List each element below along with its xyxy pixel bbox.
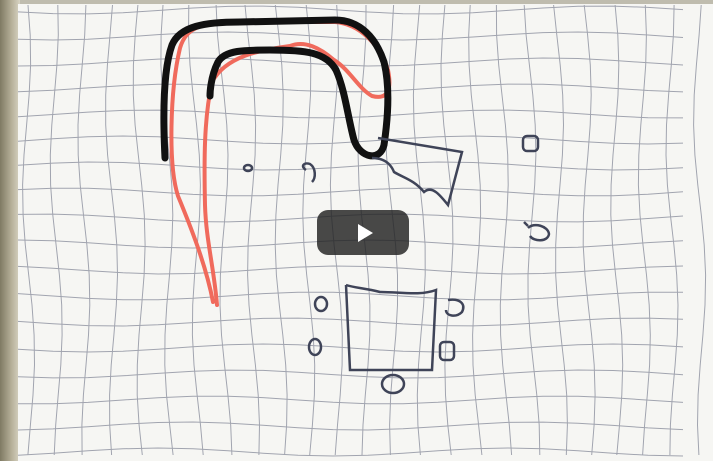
grid-line-horizontal (18, 6, 683, 14)
grid-line-horizontal (18, 422, 683, 430)
play-button[interactable] (317, 210, 409, 255)
grid-line-vertical (583, 5, 595, 455)
wheel-right-bottom (440, 342, 454, 360)
grid-line-vertical (694, 5, 706, 455)
wheel-left-bottom (309, 339, 321, 355)
grid-line-vertical (245, 5, 260, 455)
grid-line-vertical (23, 5, 35, 455)
grid-line-vertical (638, 5, 650, 455)
grid-line-vertical (666, 5, 678, 455)
grid-line-vertical (496, 5, 511, 455)
grid-line-horizontal (18, 188, 683, 196)
grid-line-vertical (469, 5, 482, 455)
grid-line-horizontal (18, 344, 683, 352)
grid-line-vertical (303, 5, 315, 455)
small-circle-mark (244, 165, 252, 171)
play-icon (358, 224, 373, 242)
grid-line-vertical (413, 5, 425, 455)
grid-line-horizontal (18, 58, 683, 66)
grid-line-vertical (133, 5, 145, 455)
grid-line-horizontal (18, 162, 683, 170)
grid-line-vertical (524, 5, 540, 455)
wheel-left-top (315, 297, 327, 311)
grid-line-vertical (554, 5, 568, 455)
grid-line-horizontal (18, 32, 683, 40)
grid-line-vertical (611, 5, 623, 455)
grid-line-horizontal (18, 396, 683, 404)
grid-line-vertical (106, 5, 118, 455)
grid-line-horizontal (18, 292, 683, 300)
circle-mark-right (524, 222, 549, 240)
grid-line-vertical (50, 5, 62, 455)
grid-line-vertical (275, 5, 287, 455)
grid-line-vertical (441, 5, 453, 455)
grid-line-horizontal (18, 84, 683, 92)
grid-line-horizontal (18, 448, 683, 456)
grid-line-horizontal (18, 318, 683, 326)
grid-line-vertical (78, 5, 90, 455)
